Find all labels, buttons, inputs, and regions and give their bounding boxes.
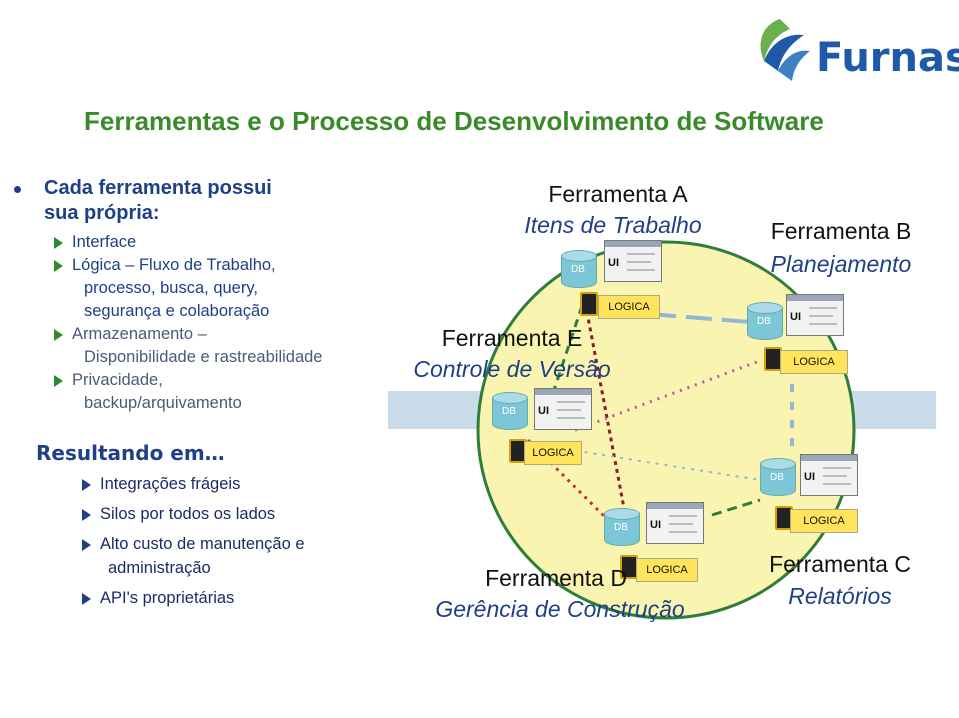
tool-a-logic-block: LOGICA — [598, 295, 660, 319]
result-item-1: Integrações frágeis — [82, 472, 305, 496]
results-heading: Resultando em… — [36, 441, 225, 465]
result-item-2: Silos por todos os lados — [82, 502, 305, 526]
tool-e-ui-window-icon: UI — [534, 388, 592, 430]
bullet-dot — [14, 186, 21, 193]
furnas-logo-mark — [760, 19, 810, 81]
features-list: Interface Lógica – Fluxo de Trabalho, pr… — [54, 231, 323, 415]
results-list: Integrações frágeis Silos por todos os l… — [82, 472, 305, 610]
tool-b-name: Ferramenta B — [770, 218, 912, 244]
feature-item-storage: Armazenamento – — [54, 323, 323, 346]
arrow-icon — [82, 592, 91, 605]
tool-e-name: Ferramenta E — [441, 325, 583, 351]
feature-item-logic-line-2: processo, busca, query, — [84, 279, 258, 297]
tool-a-name: Ferramenta A — [548, 181, 688, 207]
tool-b-database-icon: DB — [747, 302, 783, 344]
tool-c-database-icon: DB — [760, 458, 796, 500]
tool-b-ui-window-icon: UI — [786, 294, 844, 336]
arrow-icon — [82, 478, 91, 491]
features-heading-line-1: Cada ferramenta possui — [44, 177, 272, 199]
tool-d-ui-window-icon: UI — [646, 502, 704, 544]
tool-c-subtitle: Relatórios — [788, 583, 892, 609]
tool-d-database-icon: DB — [604, 508, 640, 550]
tool-a-subtitle: Itens de Trabalho — [524, 212, 702, 238]
tool-d-name: Ferramenta D — [485, 565, 627, 591]
logo-text: Furnas — [816, 35, 959, 81]
result-item-4: API's proprietárias — [82, 586, 305, 610]
page-title: Ferramentas e o Processo de Desenvolvime… — [84, 106, 824, 136]
tool-d-logic-block: LOGICA — [636, 558, 698, 582]
feature-item-privacy: Privacidade, — [54, 369, 323, 392]
features-heading-line-2: sua própria: — [44, 202, 160, 224]
connector-e-b — [574, 358, 763, 432]
arrow-icon — [54, 328, 63, 341]
features-heading: Cada ferramenta possui sua própria: — [44, 176, 272, 226]
tool-c-name: Ferramenta C — [769, 551, 911, 577]
feature-item-logic-line-3: segurança e colaboração — [84, 302, 270, 320]
arrow-icon — [82, 508, 91, 521]
feature-item-privacy-line-2: backup/arquivamento — [84, 394, 242, 412]
tool-b-subtitle: Planejamento — [770, 251, 912, 277]
tool-c-logic-block: LOGICA — [790, 509, 858, 533]
connector-d-c — [711, 498, 761, 517]
arrow-icon — [54, 374, 63, 387]
furnas-logo: Furnas — [742, 15, 959, 85]
tool-d-subtitle: Gerência de Construção — [435, 596, 685, 622]
feature-item-logic: Lógica – Fluxo de Trabalho, — [54, 254, 323, 277]
tool-c-ui-window-icon: UI — [800, 454, 858, 496]
arrow-icon — [54, 259, 63, 272]
tool-a-phone-icon — [580, 292, 598, 316]
result-item-3: Alto custo de manutenção e — [82, 532, 305, 556]
tool-a-database-icon: DB — [561, 250, 597, 292]
tool-e-logic-block: LOGICA — [524, 441, 582, 465]
arrow-icon — [54, 236, 63, 249]
tool-e-database-icon: DB — [492, 392, 528, 434]
feature-item-interface: Interface — [54, 231, 323, 254]
tool-b-logic-block: LOGICA — [780, 350, 848, 374]
result-item-3-line-2: administração — [108, 559, 211, 577]
connector-a-b — [649, 312, 751, 324]
connector-a-d — [582, 295, 632, 541]
arrow-icon — [82, 538, 91, 551]
tool-a-ui-window-icon: UI — [604, 240, 662, 282]
feature-item-storage-line-2: Disponibilidade e rastreabilidade — [84, 348, 323, 366]
tool-e-subtitle: Controle de Versão — [413, 356, 611, 382]
